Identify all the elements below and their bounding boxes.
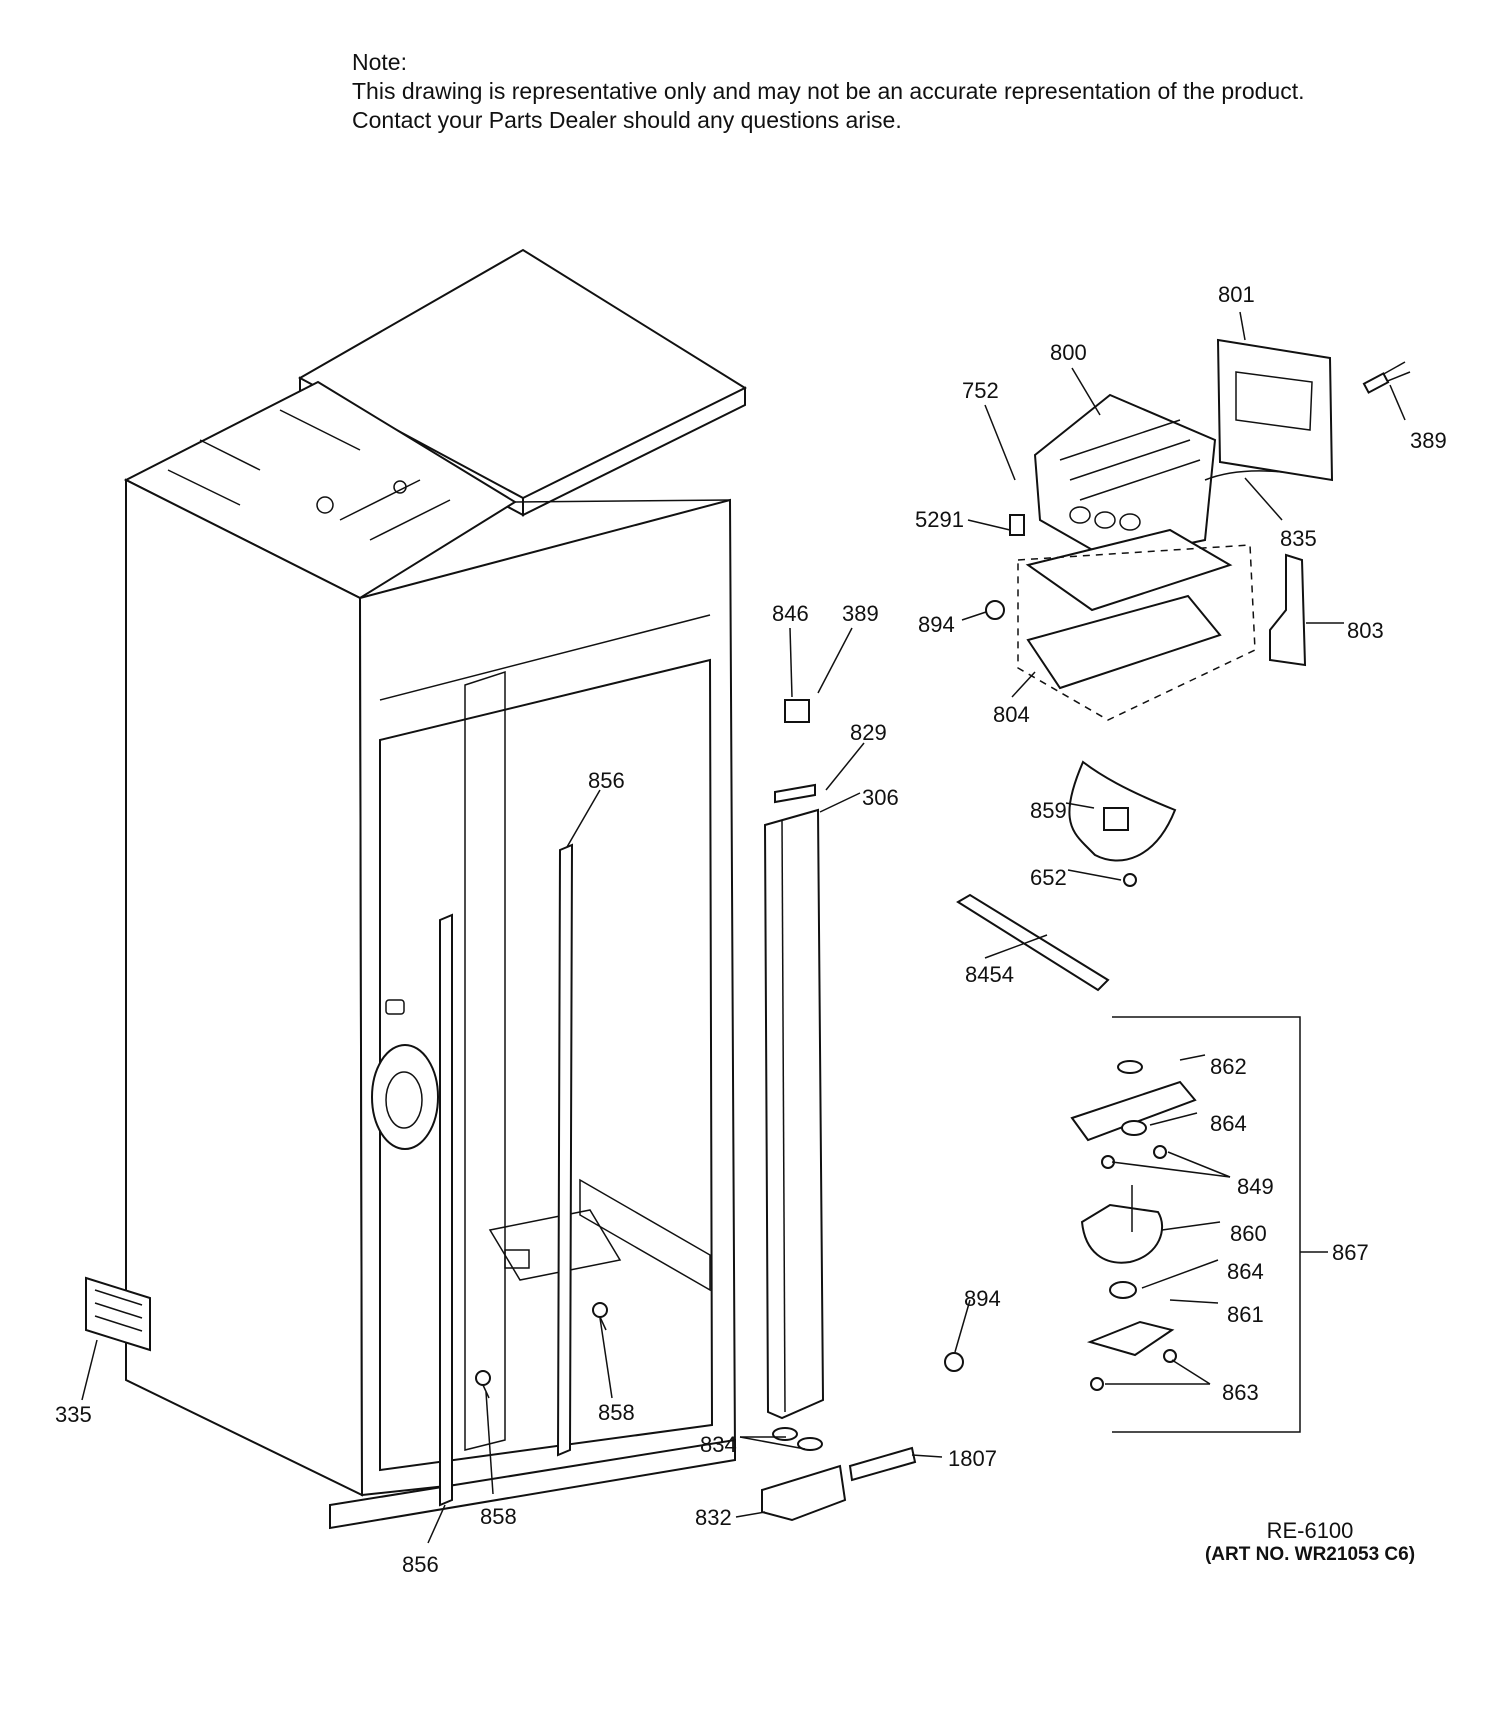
callout-864-upper: 864 [1210,1111,1247,1136]
callout-861: 861 [1227,1302,1264,1327]
reference-code: RE-6100 [1266,1518,1354,1543]
disclaimer-note: Note: This drawing is representative onl… [352,48,1305,135]
art-number: (ART NO. WR21053 C6) [1204,1544,1416,1565]
callout-862: 862 [1210,1054,1247,1079]
callout-804: 804 [993,702,1030,727]
callout-389-bracket: 389 [842,601,879,626]
fan-blade-part [1068,760,1177,887]
callout-846: 846 [772,601,809,626]
note-line-1: This drawing is representative only and … [352,78,1305,104]
callout-752: 752 [962,378,999,403]
hinge-bracket-parts [761,1427,917,1522]
fan-motor-assembly [1070,1016,1328,1433]
callout-803: 803 [1347,618,1384,643]
callout-335: 335 [55,1402,92,1427]
heater-tube-part [956,893,1110,992]
callout-leaders [81,311,1406,1544]
callout-859: 859 [1030,798,1067,823]
evaporator-assembly [985,338,1411,721]
callout-801: 801 [1218,282,1255,307]
callout-832: 832 [695,1505,732,1530]
callout-894-lower: 894 [964,1286,1001,1311]
callout-1807: 1807 [948,1446,997,1471]
callout-864-lower: 864 [1227,1259,1264,1284]
callout-800: 800 [1050,340,1087,365]
callout-856-lower: 856 [402,1552,439,1577]
refrigerator-cabinet-drawing [123,248,747,1530]
callout-860: 860 [1230,1221,1267,1246]
screw-part [475,1302,608,1399]
reference-block: RE-6100 (ART NO. WR21053 C6) [1190,1518,1430,1566]
callout-849: 849 [1237,1174,1274,1199]
callout-306: 306 [862,785,899,810]
callout-labels: 801 800 752 389 5291 835 894 803 804 846… [55,282,1447,1577]
callout-834: 834 [700,1432,737,1457]
callout-652: 652 [1030,865,1067,890]
kick-grille-part [85,1276,151,1352]
callout-5291: 5291 [915,507,964,532]
bracket-part [784,699,810,723]
callout-389: 389 [1410,428,1447,453]
callout-867: 867 [1332,1240,1369,1265]
callout-858-left: 858 [480,1504,517,1529]
callout-858-right: 858 [598,1400,635,1425]
callout-856-upper: 856 [588,768,625,793]
callout-863: 863 [1222,1380,1259,1405]
note-line-2: Contact your Parts Dealer should any que… [352,107,902,133]
callout-835: 835 [1280,526,1317,551]
mullion-part [763,783,825,1420]
callout-8454: 8454 [965,962,1014,987]
callout-829: 829 [850,720,887,745]
callout-894: 894 [918,612,955,637]
thermostat-part [944,1352,964,1372]
note-heading: Note: [352,49,407,75]
